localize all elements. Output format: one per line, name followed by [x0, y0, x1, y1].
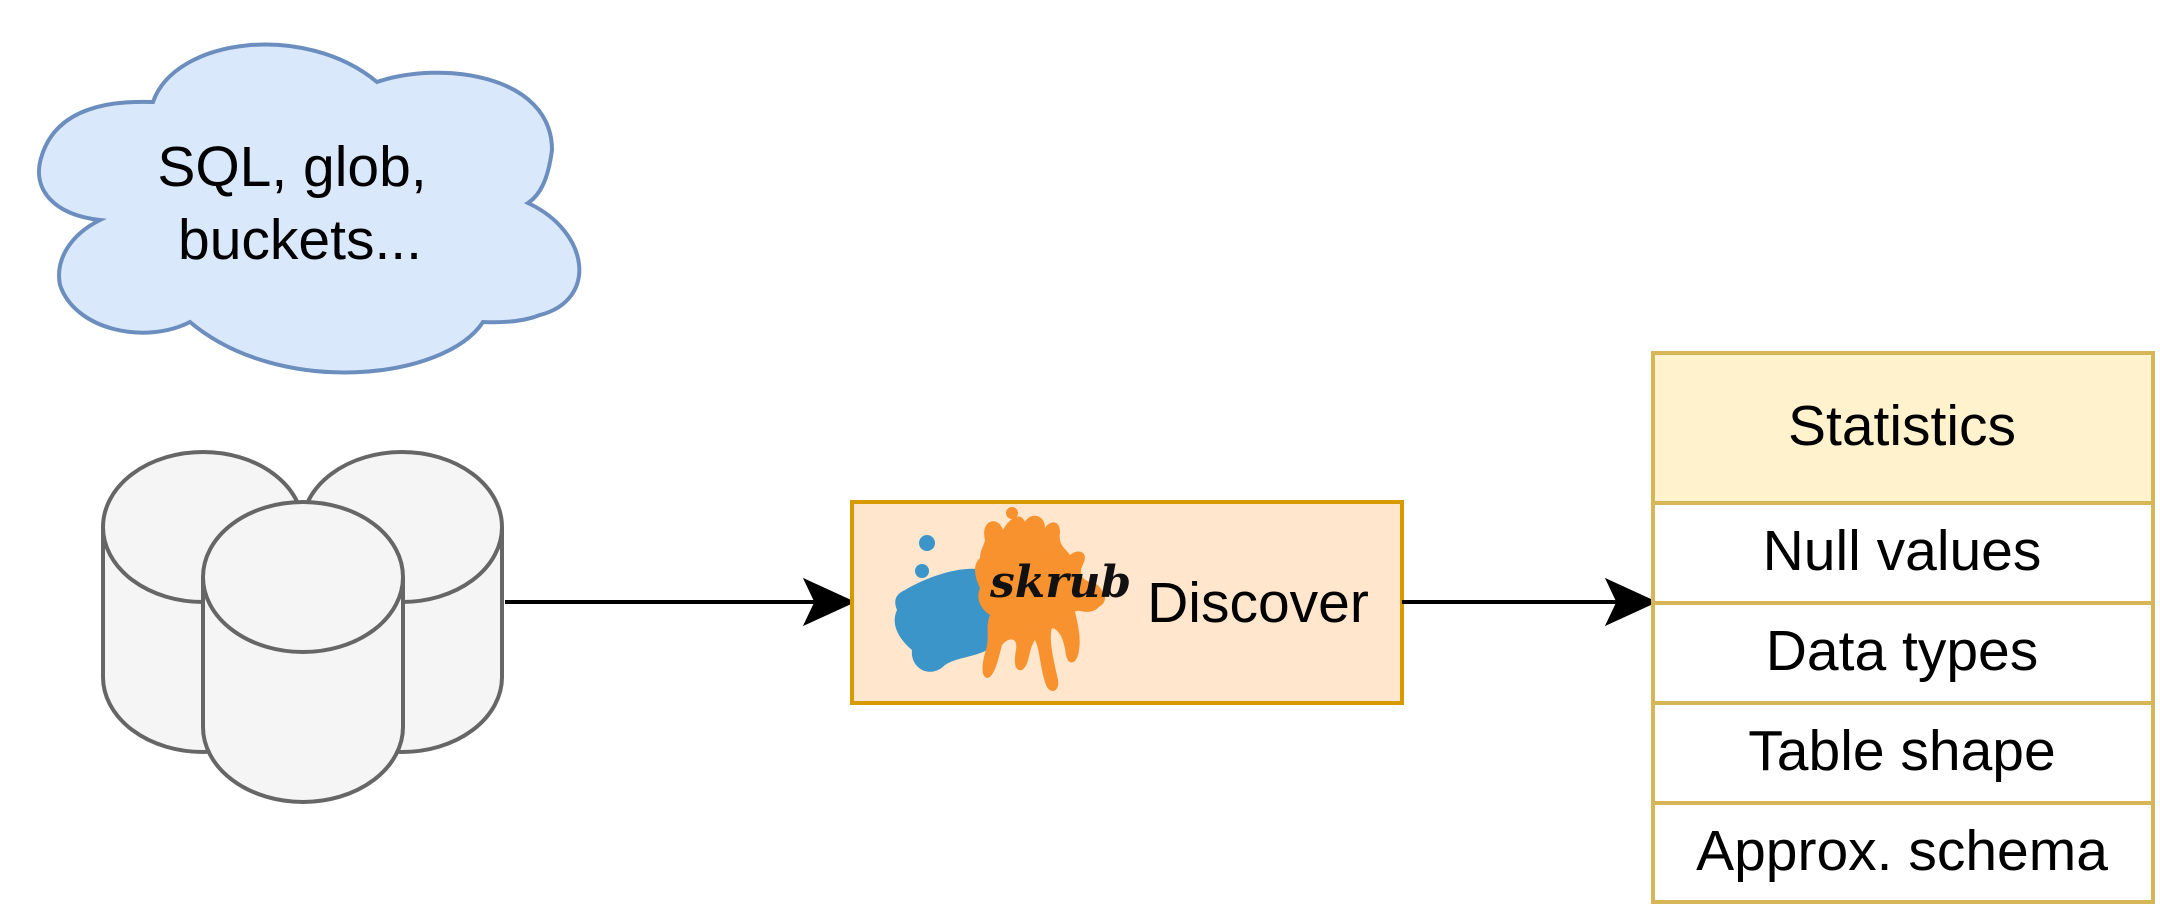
statistics-row-cell [1651, 801, 2155, 904]
statistics-header-cell [1651, 351, 2155, 505]
discover-process-box: skrub Discover [850, 500, 1404, 705]
arrow-to-statistics [1402, 577, 1658, 627]
statistics-row: Approx. schema [1696, 819, 2108, 883]
statistics-row-cell [1651, 501, 2155, 605]
cloud-label-line2: buckets... [178, 208, 422, 272]
skrub-logo: skrub [894, 507, 1131, 692]
statistics-row-cell [1651, 701, 2155, 805]
cloud-shape [37, 42, 582, 375]
skrub-logo-text: skrub [989, 557, 1131, 608]
databases-icon [101, 450, 504, 804]
statistics-table: Statistics Null values Data types Table … [1651, 351, 2155, 904]
statistics-row: Data types [1766, 619, 2038, 683]
data-sources-cloud: SQL, glob, buckets... [37, 42, 582, 375]
cloud-label-line1: SQL, glob, [157, 135, 426, 199]
discover-label: Discover [1147, 571, 1369, 635]
arrow-to-discover [505, 577, 856, 627]
database-cylinder-front [201, 500, 405, 804]
statistics-row: Table shape [1748, 719, 2055, 783]
statistics-row: Null values [1763, 519, 2042, 583]
statistics-header: Statistics [1788, 394, 2016, 458]
